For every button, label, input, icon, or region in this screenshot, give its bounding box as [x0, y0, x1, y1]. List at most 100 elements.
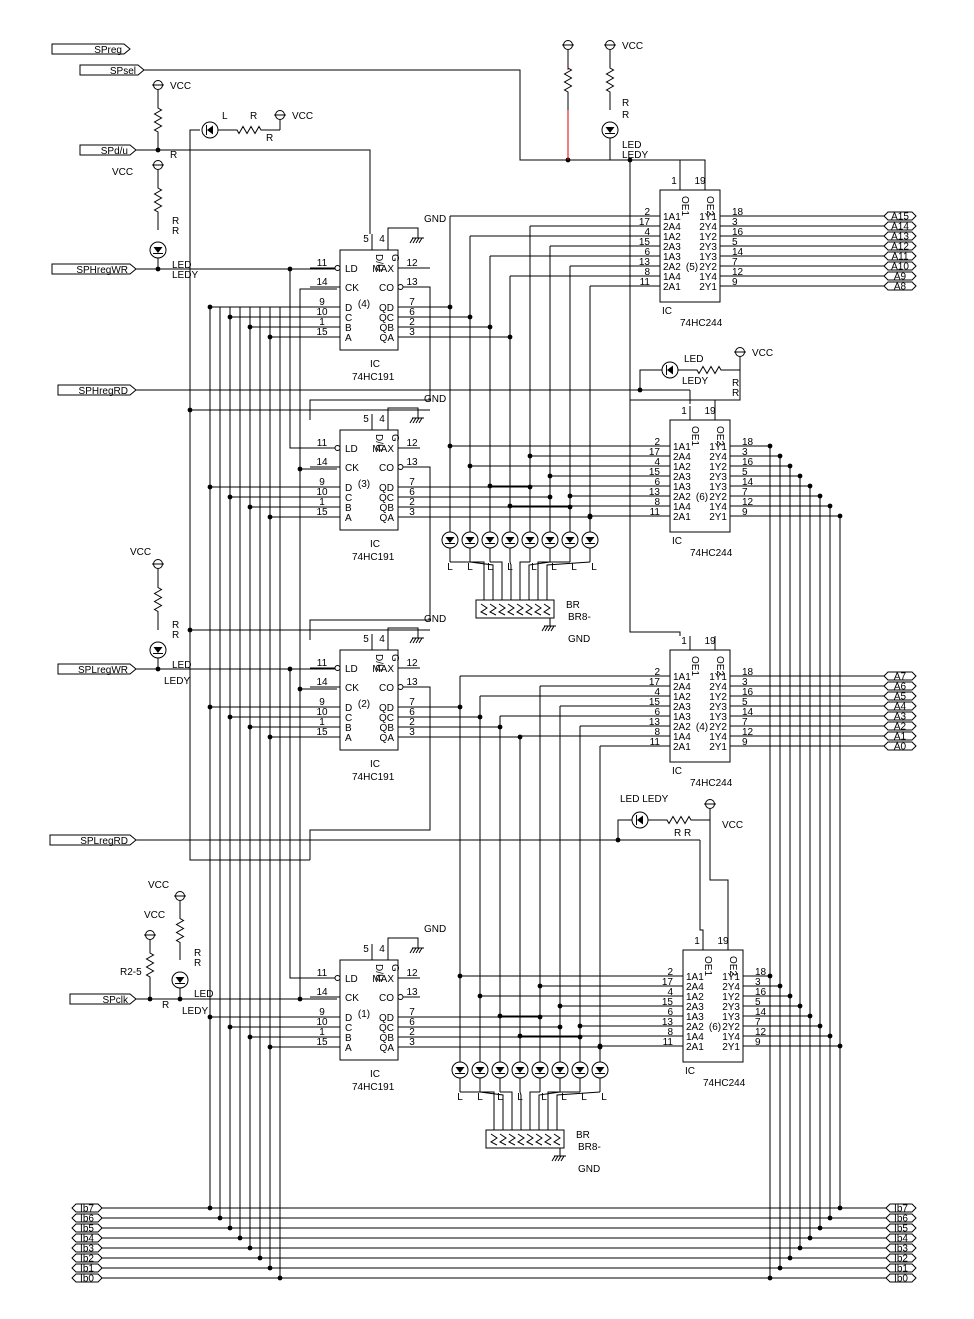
counter-part: 74HC191 [352, 552, 395, 563]
data-left-2: Ib5 [80, 1224, 94, 1235]
resistor-array [534, 603, 542, 616]
pin-name: 2A2 [673, 492, 691, 503]
junction-dot [787, 1255, 793, 1261]
pin-name: 1Y1 [722, 972, 740, 983]
junction-dot [807, 1013, 813, 1019]
junction-dot [767, 1275, 773, 1281]
address-low-1-port [883, 681, 917, 691]
pin-name: 1A2 [663, 232, 681, 243]
r-label: R [170, 150, 177, 161]
wire [528, 561, 551, 600]
pin-number: 10 [316, 307, 328, 318]
wire [299, 288, 337, 999]
buffer-part: 74HC244 [690, 548, 733, 559]
pin-number: 15 [639, 237, 651, 248]
pin-number: 13 [406, 677, 418, 688]
junction-dot [207, 304, 213, 310]
pin-name: CO [379, 993, 394, 1004]
wire [556, 1091, 601, 1130]
r-label: R [250, 111, 257, 122]
r-label: R [732, 378, 739, 389]
pin-name: 1Y1 [709, 672, 727, 683]
address-low-4: A3 [894, 712, 907, 723]
spclk-port-port [69, 993, 137, 1005]
pin-name: QD [379, 703, 394, 714]
pin-number: 11 [650, 737, 661, 748]
pin-name: LD [345, 264, 358, 275]
gnd-symbol [412, 417, 417, 424]
junction-dot [837, 1205, 843, 1211]
pin-name: QB [380, 503, 395, 514]
led-l-label: L [581, 1092, 587, 1103]
led-icon [565, 537, 575, 543]
junction-dot [787, 993, 793, 999]
pin-name: 2A2 [663, 262, 681, 273]
buffer-ic-body [659, 189, 721, 303]
pin-name: D/U [373, 254, 384, 271]
pin-name: 1Y3 [709, 712, 727, 723]
inverter-bubble [397, 994, 404, 1000]
pin-name: 1Y4 [709, 502, 727, 513]
pin-name: 2Y3 [709, 702, 727, 713]
address-top-2-port [883, 231, 917, 241]
led-label: LED [684, 354, 703, 365]
pin-number: 19 [717, 936, 729, 947]
pin-name: 2A1 [673, 742, 691, 753]
ic-label: IC [672, 766, 682, 777]
pin-name: QD [379, 483, 394, 494]
data-right-1: Ib6 [894, 1214, 908, 1225]
pin-number: 13 [639, 257, 651, 268]
pin-name: B [345, 323, 352, 334]
junction-dot [547, 473, 553, 479]
pin-name: 1A1 [686, 972, 704, 983]
splregwr-port: SPLregWR [78, 665, 128, 676]
wire [309, 466, 431, 640]
led-icon [605, 127, 615, 133]
pin-number: 5 [363, 234, 369, 245]
gnd-symbol [418, 947, 423, 954]
data-left-6-port [71, 1263, 103, 1273]
r-label: R [622, 98, 629, 109]
pin-number: 14 [742, 477, 754, 488]
pin-name: 2A4 [663, 222, 681, 233]
wire [529, 1091, 540, 1130]
wire [490, 561, 503, 600]
data-left-7: Ib0 [80, 1274, 94, 1285]
pin-number: 15 [316, 1037, 328, 1048]
ic-label: IC [370, 759, 380, 770]
pin-name: C [345, 1023, 352, 1034]
resistor-array [489, 603, 497, 616]
pin-number: 14 [316, 457, 328, 468]
inverter-bubble [397, 464, 404, 470]
pin-number: 11 [317, 658, 328, 669]
pin-number: 1 [319, 717, 325, 728]
pin-number: 1 [319, 1027, 325, 1038]
address-low-2: A5 [894, 692, 907, 703]
pin-name: 2A1 [663, 282, 681, 293]
pin-number: 5 [742, 697, 748, 708]
pin-number: 2 [409, 497, 415, 508]
counter-part: 74HC191 [352, 772, 395, 783]
pin-name: 1Y2 [709, 692, 727, 703]
l-label: L [222, 111, 228, 122]
pin-name: 1A3 [686, 1012, 704, 1023]
spdu-port: SPd/u [101, 146, 128, 157]
pin-number: 3 [409, 327, 415, 338]
junction-dot [827, 1033, 833, 1039]
pin-name: CO [379, 463, 394, 474]
br-label: BR [576, 1130, 590, 1141]
wire [547, 1091, 580, 1130]
pin-number: 5 [755, 997, 761, 1008]
pin-name: 2Y2 [699, 262, 717, 273]
junction-dot [297, 996, 303, 1002]
pin-name: 1A4 [673, 732, 691, 743]
pin-number: 19 [704, 406, 716, 417]
pin-name: G [389, 254, 400, 262]
wire [500, 1091, 513, 1130]
pin-number: 7 [755, 1017, 761, 1028]
pin-name: 1A4 [686, 1032, 704, 1043]
junction-dot [837, 513, 843, 519]
gnd-symbol [560, 1155, 565, 1162]
junction-dot [277, 1275, 283, 1281]
resistor-array [535, 1133, 543, 1146]
